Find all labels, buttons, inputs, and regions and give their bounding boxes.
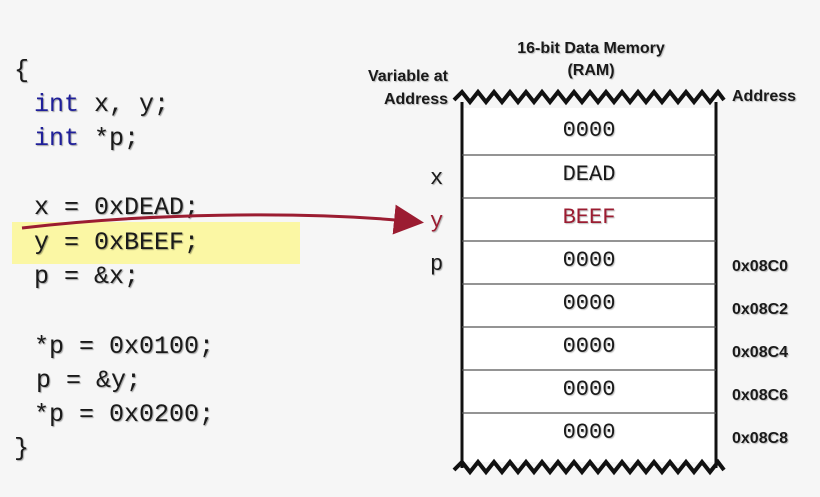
assignment-arrow bbox=[21, 204, 424, 235]
code-line-decl-p: int *p; bbox=[34, 124, 139, 154]
address-label-0: 0x08C0 bbox=[732, 258, 789, 275]
memory-cell-value-2: BEEF bbox=[562, 205, 616, 230]
memory-top-break bbox=[452, 88, 726, 106]
memory-bottom-break bbox=[452, 458, 726, 476]
memory-column-body bbox=[462, 108, 716, 462]
variable-label-x: x bbox=[430, 166, 444, 191]
keyword-int: int bbox=[34, 124, 80, 153]
keyword-int: int bbox=[34, 90, 80, 119]
variable-label-p: p bbox=[430, 252, 444, 277]
memory-cell-value-1: DEAD bbox=[562, 162, 616, 187]
highlight-box bbox=[12, 222, 300, 264]
code-text: *p; bbox=[79, 124, 140, 153]
memory-cell-value-3: 0000 bbox=[562, 248, 616, 273]
memory-cell-value-0: 0000 bbox=[562, 118, 616, 143]
memory-cell-value-6: 0000 bbox=[562, 377, 616, 402]
memory-cell-value-4: 0000 bbox=[562, 291, 616, 316]
address-label-4: 0x08C8 bbox=[732, 430, 789, 447]
code-line-deref-2: *p = 0x0200; bbox=[34, 400, 215, 429]
address-header: Address bbox=[732, 88, 797, 105]
memory-cell-value-5: 0000 bbox=[562, 334, 616, 359]
variable-label-y: y bbox=[430, 209, 444, 234]
code-line-p-addr-y: p = &y; bbox=[36, 366, 142, 395]
memory-cell-dividers bbox=[462, 154, 716, 414]
memory-cell-value-7: 0000 bbox=[562, 420, 616, 445]
code-open-brace: { bbox=[14, 56, 30, 85]
address-label-1: 0x08C2 bbox=[732, 301, 789, 318]
memory-title-line2: (RAM) bbox=[567, 62, 615, 79]
code-close-brace: } bbox=[14, 434, 30, 463]
variable-header-line2: Address bbox=[383, 91, 448, 108]
code-text: x, y; bbox=[79, 90, 170, 119]
address-label-2: 0x08C4 bbox=[732, 344, 789, 361]
code-line-decl-xy: int x, y; bbox=[34, 90, 169, 120]
code-line-assign-y: y = 0xBEEF; bbox=[34, 228, 200, 257]
code-line-deref-1: *p = 0x0100; bbox=[34, 332, 215, 361]
address-label-3: 0x08C6 bbox=[732, 387, 789, 404]
variable-header-line1: Variable at bbox=[367, 68, 448, 85]
code-line-p-addr-x: p = &x; bbox=[34, 262, 140, 291]
memory-title-line1: 16-bit Data Memory bbox=[517, 40, 665, 57]
